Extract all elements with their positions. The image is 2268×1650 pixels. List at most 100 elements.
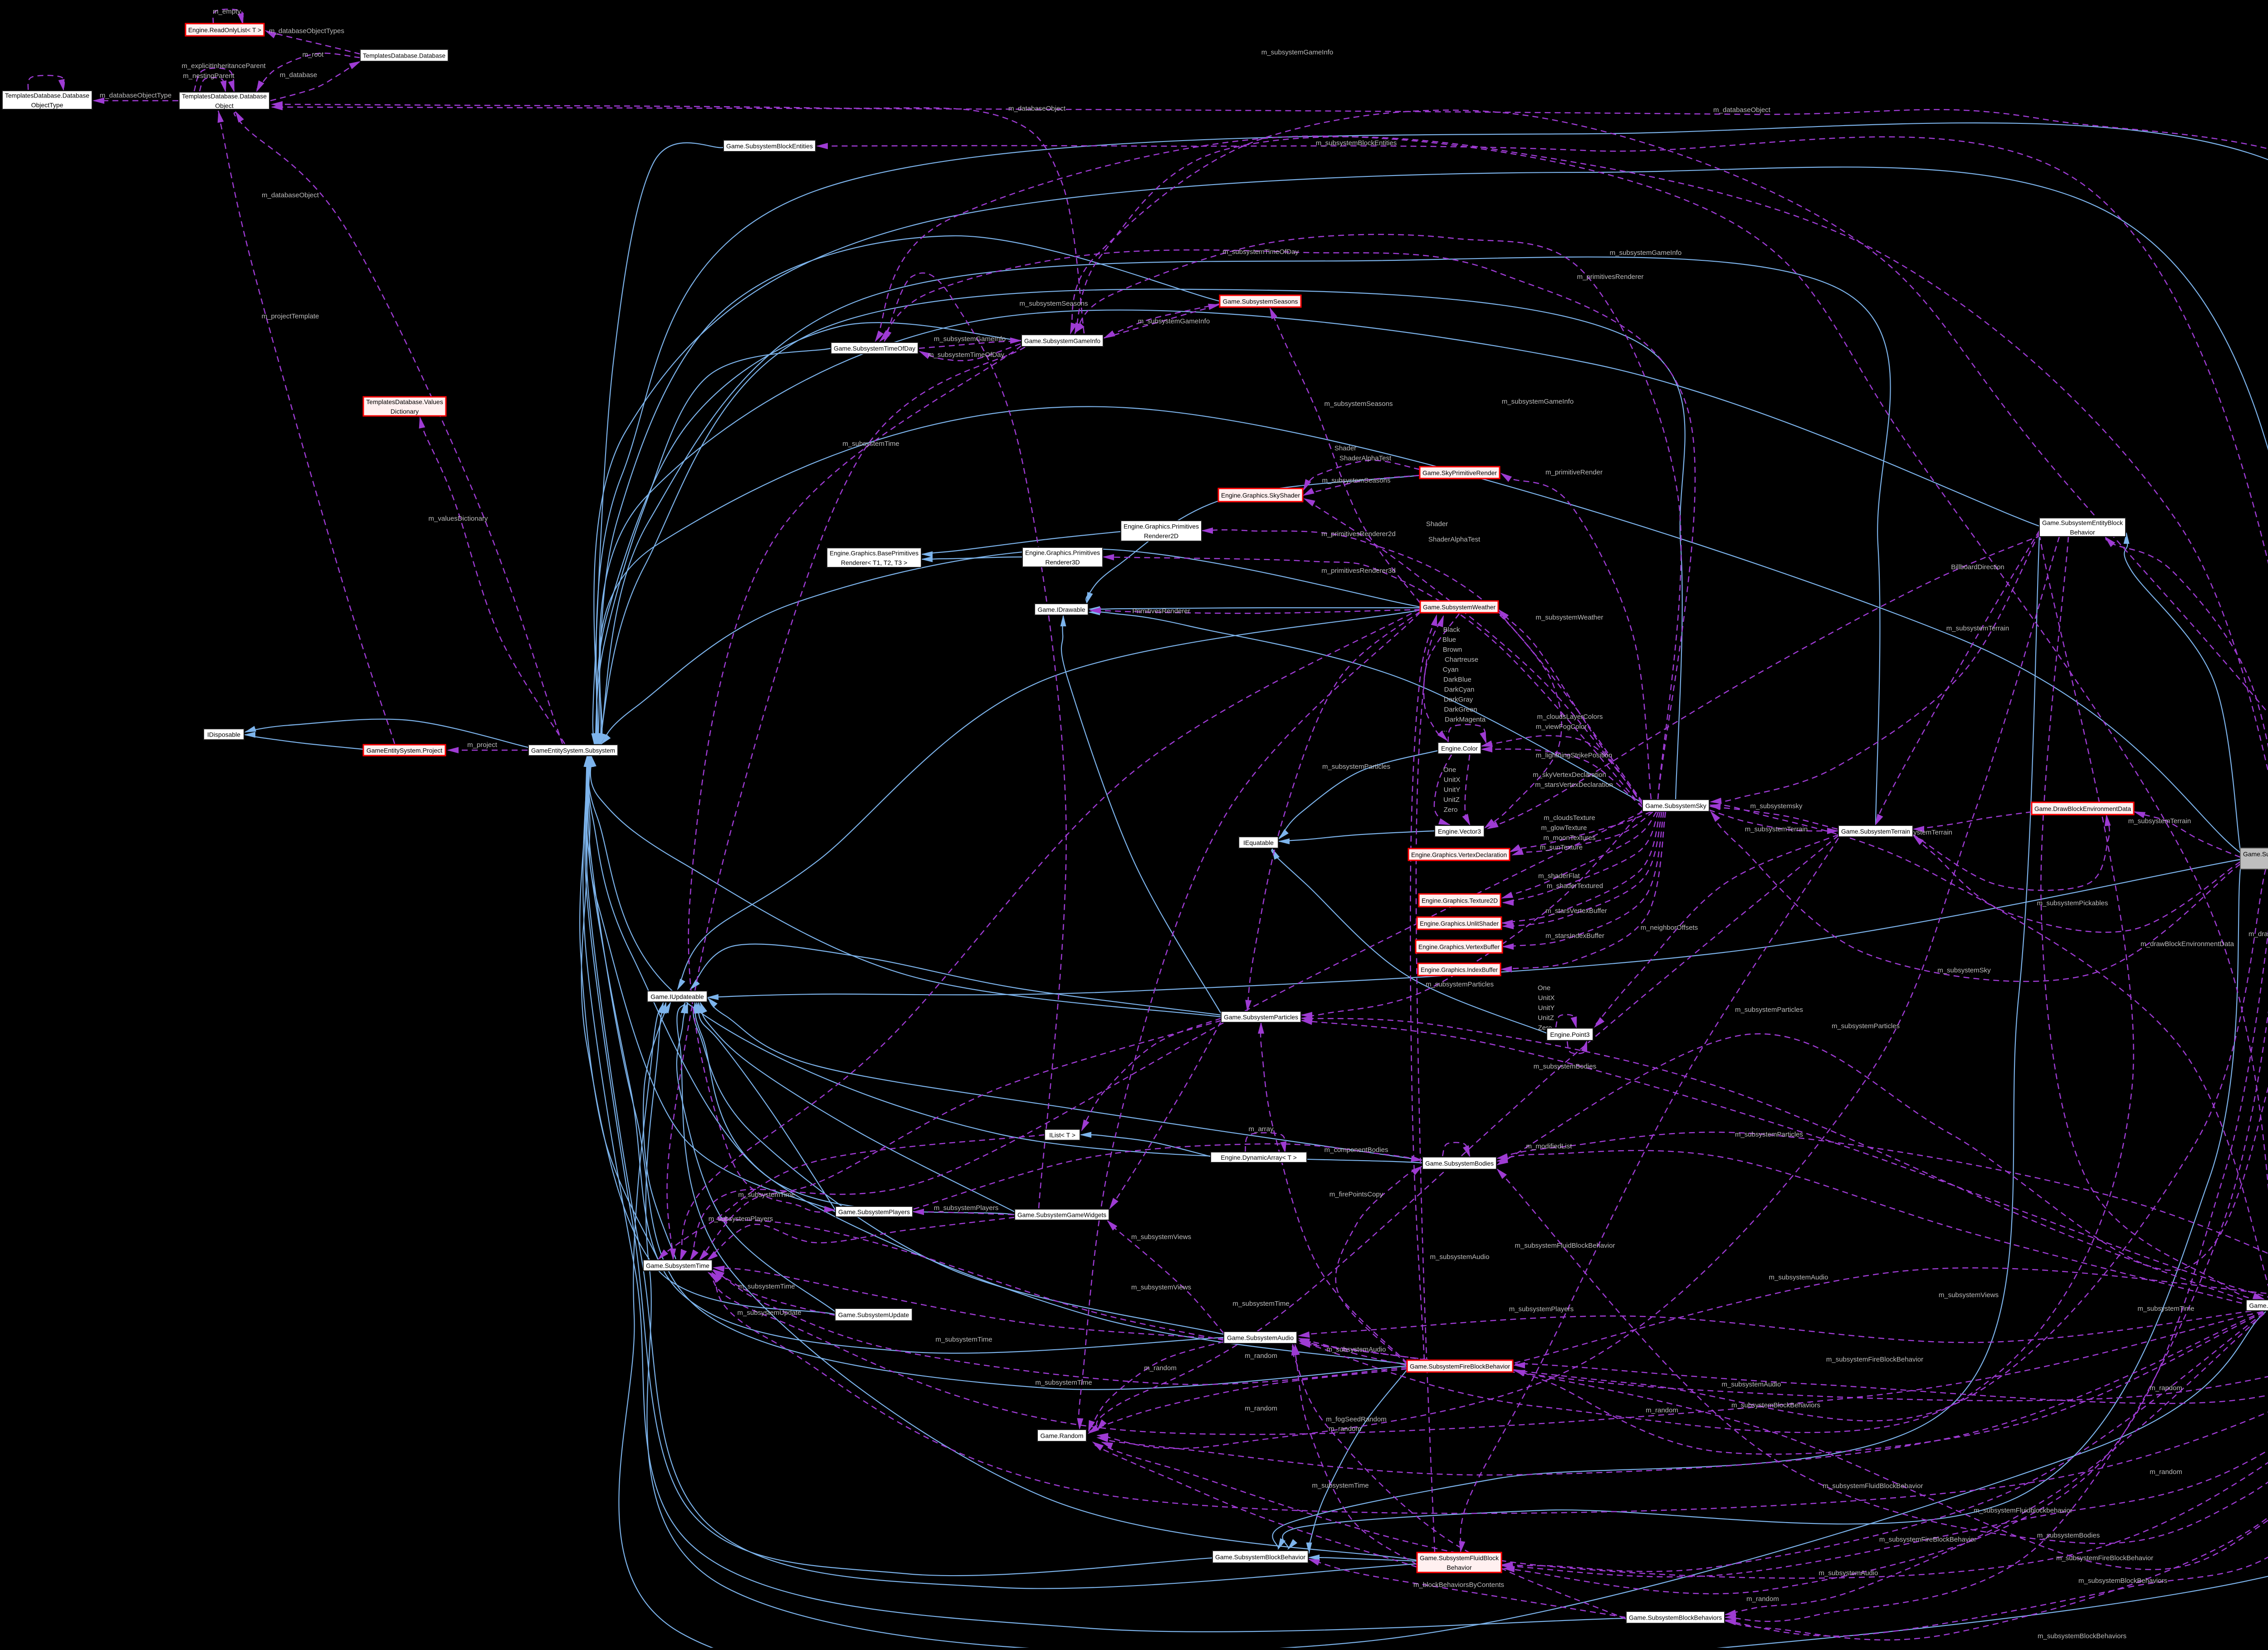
svg-text:Game.SubsystemEntityBlock: Game.SubsystemEntityBlock <box>2042 519 2123 527</box>
svg-text:m_projectTemplate: m_projectTemplate <box>262 312 319 320</box>
svg-text:m_array: m_array <box>1248 1125 1274 1133</box>
svg-text:m_modifiedList: m_modifiedList <box>1526 1142 1573 1150</box>
svg-text:m_cloudsTexture: m_cloudsTexture <box>1544 814 1595 822</box>
svg-text:UnitY: UnitY <box>1538 1004 1555 1012</box>
svg-text:Chartreuse: Chartreuse <box>1445 656 1478 664</box>
svg-text:Engine.Point3: Engine.Point3 <box>1550 1031 1589 1038</box>
svg-text:Engine.Vector3: Engine.Vector3 <box>1438 828 1481 835</box>
svg-text:BillboardDirection: BillboardDirection <box>1951 563 2004 571</box>
svg-text:m_subsystemViews: m_subsystemViews <box>1939 1291 1999 1299</box>
svg-text:m_subsystemPlayers: m_subsystemPlayers <box>1509 1305 1574 1313</box>
svg-text:Engine.Graphics.VertexDeclarat: Engine.Graphics.VertexDeclaration <box>1411 851 1507 859</box>
svg-text:Game.SubsystemPickables: Game.SubsystemPickables <box>2249 1302 2268 1309</box>
svg-text:m_subsystemParticles: m_subsystemParticles <box>1322 763 1390 771</box>
svg-text:Game.SubsystemTime: Game.SubsystemTime <box>646 1262 709 1269</box>
svg-text:m_subsystemGameInfo: m_subsystemGameInfo <box>1261 49 1333 56</box>
svg-text:m_subsystemAudio: m_subsystemAudio <box>1327 1346 1386 1353</box>
svg-text:GameEntitySystem.Project: GameEntitySystem.Project <box>367 747 442 754</box>
svg-text:m_nestingParent: m_nestingParent <box>183 72 235 80</box>
svg-text:m_subsystemTerrain: m_subsystemTerrain <box>1946 625 2009 632</box>
svg-text:DarkCyan: DarkCyan <box>1444 686 1475 693</box>
svg-text:m_subsystemFluidBlockBehavior: m_subsystemFluidBlockBehavior <box>1515 1242 1615 1250</box>
svg-text:DarkGray: DarkGray <box>1444 696 1473 703</box>
svg-text:m_databaseObjectType: m_databaseObjectType <box>100 92 171 99</box>
svg-text:m_subsystemTime: m_subsystemTime <box>1312 1482 1369 1489</box>
svg-text:m_primitivesRenderer2d: m_primitivesRenderer2d <box>1321 530 1395 538</box>
svg-text:ObjectType: ObjectType <box>31 102 64 109</box>
svg-text:m_fogSeedRandom: m_fogSeedRandom <box>1326 1416 1386 1423</box>
svg-text:DarkGreen: DarkGreen <box>1444 706 1477 713</box>
svg-text:m_subsystemParticles: m_subsystemParticles <box>1735 1006 1803 1014</box>
svg-text:TemplatesDatabase.Values: TemplatesDatabase.Values <box>366 398 443 405</box>
svg-text:m_subsystemWeather: m_subsystemWeather <box>1536 614 1603 621</box>
svg-text:m_drawBlockEnvironmentData: m_drawBlockEnvironmentData <box>2248 930 2268 938</box>
svg-text:m_subsystemTime: m_subsystemTime <box>738 1191 795 1199</box>
svg-text:UnitY: UnitY <box>1444 786 1461 794</box>
svg-text:Game.SubsystemParticles: Game.SubsystemParticles <box>1224 1014 1298 1021</box>
svg-text:Shader: Shader <box>1426 520 1448 528</box>
svg-text:m_subsystemTerrain: m_subsystemTerrain <box>2128 817 2191 825</box>
svg-text:UnitX: UnitX <box>1444 776 1461 784</box>
svg-text:m_subsystemTime: m_subsystemTime <box>738 1283 795 1290</box>
svg-text:m_cloudsLayerColors: m_cloudsLayerColors <box>1537 713 1603 721</box>
svg-text:One: One <box>1538 984 1550 992</box>
svg-text:Renderer3D: Renderer3D <box>1045 559 1080 566</box>
svg-text:Game.SubsystemBodies: Game.SubsystemBodies <box>1425 1160 1494 1167</box>
svg-text:m_subsystemGameInfo: m_subsystemGameInfo <box>1502 398 1574 405</box>
svg-text:m_subsystemTime: m_subsystemTime <box>935 1336 992 1343</box>
svg-text:Engine.Graphics.UnlitShader: Engine.Graphics.UnlitShader <box>1420 920 1499 927</box>
svg-text:m_viewFogColor: m_viewFogColor <box>1536 723 1587 731</box>
svg-text:m_starsVertexDeclaration: m_starsVertexDeclaration <box>1535 781 1613 789</box>
svg-text:m_drawBlockEnvironmentData: m_drawBlockEnvironmentData <box>2141 940 2234 948</box>
svg-text:m_subsystemTime: m_subsystemTime <box>842 440 899 448</box>
svg-text:m_random: m_random <box>1144 1364 1177 1372</box>
svg-text:Engine.DynamicArray< T >: Engine.DynamicArray< T > <box>1221 1154 1297 1161</box>
svg-text:Object: Object <box>215 102 234 109</box>
svg-text:Game.SubsystemUpdate: Game.SubsystemUpdate <box>838 1311 909 1318</box>
svg-text:UnitZ: UnitZ <box>1443 796 1460 804</box>
svg-text:Game.SubsystemBlockBehavior: Game.SubsystemBlockBehavior <box>1215 1553 1305 1561</box>
svg-text:m_subsystemTime: m_subsystemTime <box>1232 1300 1289 1308</box>
svg-text:m_subsystemBlockBehaviors: m_subsystemBlockBehaviors <box>2078 1577 2167 1585</box>
svg-text:m_subsystemParticles: m_subsystemParticles <box>1735 1131 1803 1138</box>
svg-text:m_subsystemViews: m_subsystemViews <box>1131 1233 1191 1241</box>
svg-text:m_subsystemSky: m_subsystemSky <box>1937 967 1991 974</box>
svg-text:Game.SubsystemAudio: Game.SubsystemAudio <box>1227 1334 1294 1342</box>
svg-text:Engine.Graphics.Primitives: Engine.Graphics.Primitives <box>1124 523 1199 530</box>
svg-text:m_subsystemBlockBehaviors: m_subsystemBlockBehaviors <box>1731 1401 1820 1409</box>
svg-text:Cyan: Cyan <box>1442 666 1458 674</box>
svg-text:m_random: m_random <box>1329 1425 1361 1433</box>
svg-text:m_random: m_random <box>1245 1352 1277 1360</box>
svg-text:Black: Black <box>1443 626 1460 634</box>
svg-text:m_starsVertexBuffer: m_starsVertexBuffer <box>1545 907 1607 915</box>
svg-text:Engine.Color: Engine.Color <box>1441 745 1478 752</box>
svg-text:m_random: m_random <box>1746 1595 1779 1603</box>
svg-text:m_moonTextures: m_moonTextures <box>1543 834 1595 842</box>
svg-text:m_random: m_random <box>2150 1384 2182 1392</box>
svg-text:ShaderAlphaTest: ShaderAlphaTest <box>1339 454 1392 462</box>
svg-text:Game.SubsystemFluidBlock: Game.SubsystemFluidBlock <box>1420 1554 1499 1562</box>
svg-text:m_neighborOffsets: m_neighborOffsets <box>1641 924 1698 932</box>
svg-text:m_subsystemPlayers: m_subsystemPlayers <box>709 1215 773 1223</box>
svg-text:Game.SubsystemBlockBehaviors: Game.SubsystemBlockBehaviors <box>1629 1614 1722 1621</box>
svg-text:m_subsystemTimeOfDay: m_subsystemTimeOfDay <box>1222 248 1299 256</box>
svg-text:Game.SkyPrimitiveRender: Game.SkyPrimitiveRender <box>1422 469 1497 477</box>
svg-text:Engine.Graphics.IndexBuffer: Engine.Graphics.IndexBuffer <box>1421 966 1498 973</box>
svg-text:m_empty: m_empty <box>213 8 241 15</box>
svg-text:m_starsIndexBuffer: m_starsIndexBuffer <box>1545 932 1604 940</box>
svg-text:Game.Random: Game.Random <box>1041 1432 1084 1440</box>
svg-text:Game.DrawBlockEnvironmentData: Game.DrawBlockEnvironmentData <box>2034 805 2131 812</box>
svg-text:m_databaseObject: m_databaseObject <box>1713 106 1771 114</box>
svg-text:m_subsystemPlayers: m_subsystemPlayers <box>934 1204 999 1212</box>
svg-text:Shader: Shader <box>1334 444 1356 452</box>
svg-text:m_subsystemSeasons: m_subsystemSeasons <box>1325 400 1393 408</box>
svg-text:Dictionary: Dictionary <box>391 408 419 415</box>
svg-text:m_primitivesRenderer: m_primitivesRenderer <box>1577 273 1644 281</box>
svg-text:Game.IDrawable: Game.IDrawable <box>1037 606 1085 613</box>
svg-text:m_subsystemTerrain: m_subsystemTerrain <box>1745 825 1808 833</box>
svg-text:Game.SubsystemGameWidgets: Game.SubsystemGameWidgets <box>1017 1211 1106 1219</box>
svg-text:Brown: Brown <box>1443 646 1462 654</box>
svg-text:DarkBlue: DarkBlue <box>1443 676 1471 683</box>
svg-text:ShaderAlphaTest: ShaderAlphaTest <box>1428 536 1481 543</box>
svg-text:m_subsystemUpdate: m_subsystemUpdate <box>738 1309 802 1317</box>
